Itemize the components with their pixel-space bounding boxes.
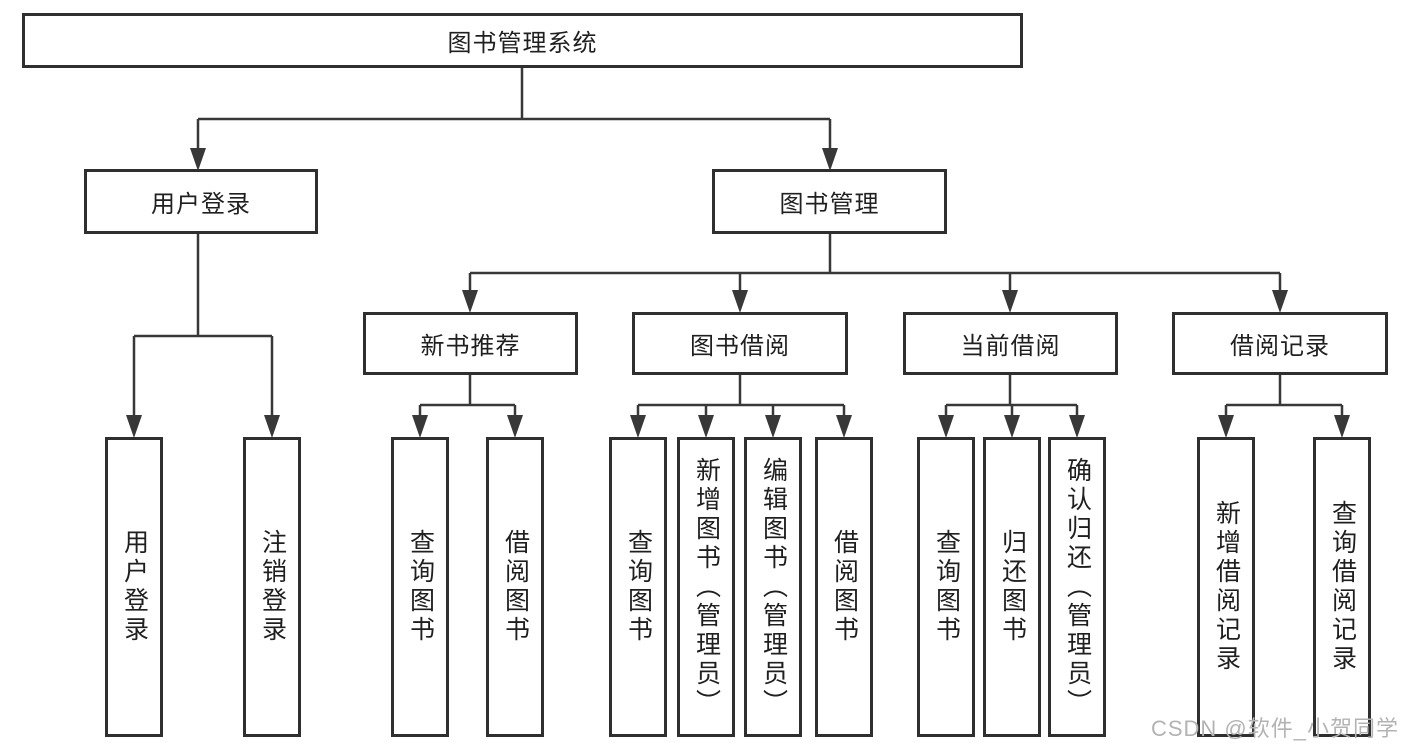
node-book-management: 图书管理 bbox=[712, 169, 947, 234]
leaf-query-books-current: 查询图书 bbox=[917, 437, 975, 737]
leaf-query-borrow-record-label: 查询借阅记录 bbox=[1328, 500, 1357, 674]
connector-recommend-to-leaves bbox=[418, 374, 517, 420]
arrowhead-icon bbox=[836, 415, 852, 438]
arrowhead-icon bbox=[1002, 290, 1018, 313]
leaf-query-books-current-label: 查询图书 bbox=[932, 529, 961, 645]
node-library-system: 图书管理系统 bbox=[22, 13, 1023, 68]
arrowhead-icon bbox=[630, 415, 646, 438]
arrowhead-icon bbox=[507, 415, 523, 438]
leaf-borrow-books-borrowing-label: 借阅图书 bbox=[830, 529, 859, 645]
leaf-logout-label: 注销登录 bbox=[258, 529, 287, 645]
leaf-user-login-label: 用户登录 bbox=[120, 529, 149, 645]
arrowhead-icon bbox=[1004, 415, 1020, 438]
leaf-add-borrow-record: 新增借阅记录 bbox=[1197, 437, 1255, 737]
leaf-add-book-admin-label: 新增图书（管理员） bbox=[692, 456, 721, 718]
connector-borrowing-to-leaves bbox=[636, 374, 846, 420]
watermark: CSDN @软件_小贺同学 bbox=[1150, 716, 1399, 741]
leaf-borrow-books-recommend: 借阅图书 bbox=[486, 437, 544, 737]
leaf-edit-book-admin: 编辑图书（管理员） bbox=[744, 437, 802, 737]
node-book-borrowing: 图书借阅 bbox=[632, 312, 848, 375]
arrowhead-icon bbox=[190, 148, 206, 171]
node-book-management-label: 图书管理 bbox=[779, 191, 880, 218]
leaf-return-book: 归还图书 bbox=[983, 437, 1041, 737]
node-book-borrowing-label: 图书借阅 bbox=[690, 333, 790, 360]
arrowheads bbox=[126, 148, 1350, 438]
leaf-query-books-borrowing-label: 查询图书 bbox=[624, 529, 653, 645]
arrowhead-icon bbox=[264, 415, 280, 438]
leaf-query-books-recommend-label: 查询图书 bbox=[406, 529, 435, 645]
arrowhead-icon bbox=[462, 290, 478, 313]
node-user-login-label: 用户登录 bbox=[151, 191, 251, 218]
leaf-add-borrow-record-label: 新增借阅记录 bbox=[1212, 500, 1241, 674]
arrowhead-icon bbox=[1069, 415, 1085, 438]
node-current-borrow: 当前借阅 bbox=[903, 312, 1118, 375]
arrowhead-icon bbox=[765, 415, 781, 438]
arrowhead-icon bbox=[1334, 415, 1350, 438]
leaf-confirm-return-admin: 确认归还（管理员） bbox=[1048, 437, 1106, 737]
arrowhead-icon bbox=[1272, 290, 1288, 313]
connector-bookmgmt-to-level3 bbox=[468, 233, 1282, 293]
leaf-return-book-label: 归还图书 bbox=[998, 529, 1027, 645]
arrowhead-icon bbox=[1218, 415, 1234, 438]
leaf-edit-book-admin-label: 编辑图书（管理员） bbox=[759, 456, 788, 718]
arrowhead-icon bbox=[938, 415, 954, 438]
node-library-system-label: 图书管理系统 bbox=[447, 30, 598, 57]
connector-root-to-level2 bbox=[196, 66, 832, 150]
node-new-book-recommend-label: 新书推荐 bbox=[420, 333, 521, 360]
leaf-borrow-books-recommend-label: 借阅图书 bbox=[501, 529, 530, 645]
connector-records-to-leaves bbox=[1224, 374, 1344, 420]
connector-userlogin-to-leaves bbox=[132, 233, 274, 420]
node-borrow-records-label: 借阅记录 bbox=[1230, 333, 1330, 360]
leaf-query-books-recommend: 查询图书 bbox=[391, 437, 449, 737]
node-current-borrow-label: 当前借阅 bbox=[960, 333, 1061, 360]
node-user-login: 用户登录 bbox=[84, 169, 318, 234]
connector-current-to-leaves bbox=[944, 374, 1079, 420]
arrowhead-icon bbox=[412, 415, 428, 438]
leaf-logout: 注销登录 bbox=[243, 437, 301, 737]
arrowhead-icon bbox=[732, 290, 748, 313]
node-borrow-records: 借阅记录 bbox=[1172, 312, 1388, 375]
connector-paths bbox=[132, 66, 1344, 420]
leaf-add-book-admin: 新增图书（管理员） bbox=[677, 437, 735, 737]
leaf-query-books-borrowing: 查询图书 bbox=[609, 437, 667, 737]
leaf-user-login: 用户登录 bbox=[105, 437, 163, 737]
arrowhead-icon bbox=[822, 148, 838, 171]
arrowhead-icon bbox=[698, 415, 714, 438]
leaf-borrow-books-borrowing: 借阅图书 bbox=[815, 437, 873, 737]
leaf-confirm-return-admin-label: 确认归还（管理员） bbox=[1063, 456, 1092, 718]
node-new-book-recommend: 新书推荐 bbox=[363, 312, 578, 375]
arrowhead-icon bbox=[126, 415, 142, 438]
leaf-query-borrow-record: 查询借阅记录 bbox=[1313, 437, 1371, 737]
